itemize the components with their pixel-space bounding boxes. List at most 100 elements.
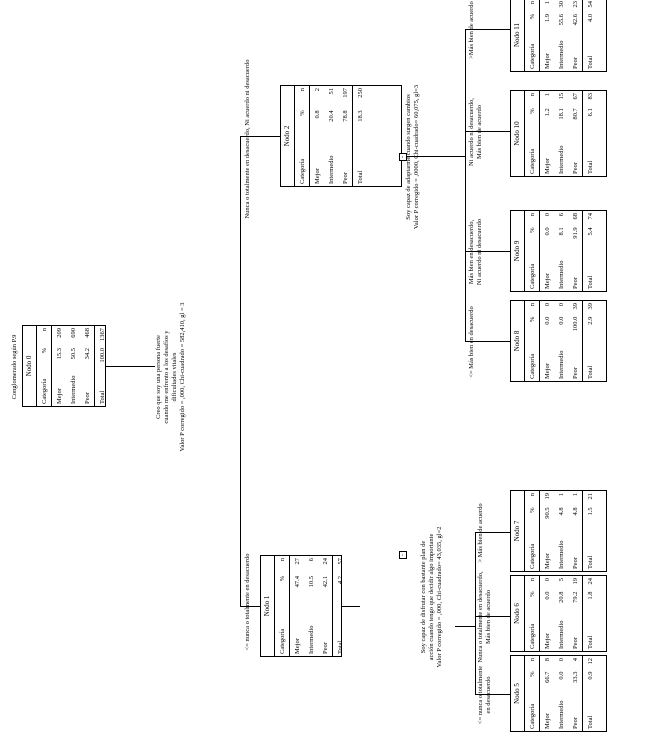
row-category: Intermedio	[557, 260, 565, 289]
row-category: Mejor	[55, 388, 63, 404]
row-n: 15	[557, 93, 565, 100]
node-title: Nodo 10	[511, 91, 525, 176]
row-percent: 33.3	[571, 671, 579, 683]
node-title: Nodo 6	[511, 576, 525, 651]
row-n: 27	[293, 558, 301, 565]
text-line: Valor P corregido = ,000, Chi-cuadrado =…	[179, 302, 186, 452]
row-category: Mejor	[543, 553, 551, 569]
node-title: Nodo 9	[511, 211, 525, 291]
total-label: Total	[582, 526, 597, 571]
node-header-row: Categoría%n	[275, 556, 290, 656]
row-category: Intermedio	[557, 145, 565, 174]
row-n: 2	[313, 88, 321, 92]
row-percent: 80.7	[571, 108, 579, 120]
row-percent: 20.8	[557, 591, 565, 603]
row-percent: 34.2	[83, 347, 91, 360]
row-n: 39	[571, 303, 579, 310]
row-n: 30	[557, 1, 565, 8]
row-percent: 0.0	[543, 591, 551, 600]
header-percent: %	[295, 108, 310, 134]
row-n: 1	[557, 493, 565, 497]
edge-label-node-1: <= nunca o totalmente en desacuerdo	[244, 547, 252, 657]
total-percent: 18.3	[352, 108, 367, 134]
text-line: Valor P corregido = ,000, Chi-cuadrado= …	[436, 526, 443, 668]
header-category: Categoría	[525, 128, 540, 176]
node-title: Nodo 8	[511, 301, 525, 381]
row-n: 1	[543, 93, 551, 97]
row-n: 0	[557, 658, 565, 662]
total-percent: 6.1	[582, 106, 597, 129]
node-title: Nodo 5	[511, 656, 525, 731]
row-category: Mejor	[543, 273, 551, 289]
total-n: 74	[582, 211, 597, 226]
row-percent: 78.8	[341, 110, 349, 122]
header-n: n	[525, 0, 540, 12]
total-n: 54	[582, 0, 597, 12]
text-line: Soy capaz de disfrutar con bastante plan…	[420, 540, 427, 654]
row-n: 23	[571, 1, 579, 8]
header-n: n	[525, 301, 540, 315]
row-percent: 42.6	[571, 13, 579, 26]
connector	[105, 366, 155, 367]
header-percent: %	[525, 11, 540, 31]
collapse-node-1-button[interactable]: -	[399, 551, 407, 559]
row-percent: 0.8	[313, 110, 321, 119]
row-n: 8	[543, 658, 551, 662]
edge-label-node-11: >Más bien de acuerdo	[468, 0, 476, 75]
header-n: n	[525, 656, 540, 670]
text-line: Más bien de acuerdo	[476, 105, 483, 159]
row-percent: 0.0	[543, 316, 551, 325]
row-n: 68	[571, 213, 579, 220]
row-category: Intermedio	[307, 625, 315, 654]
row-category: Mejor	[293, 638, 301, 654]
header-category: Categoría	[525, 689, 540, 731]
header-n: n	[295, 86, 310, 109]
row-percent: 0.0	[543, 227, 551, 236]
row-percent: 79.2	[571, 591, 579, 603]
split-label-node-2: Soy capaz de adaptarme cuando surgen cam…	[405, 57, 421, 257]
row-n: 6	[307, 558, 315, 562]
row-percent: 0.0	[557, 671, 565, 680]
total-percent: 0.9	[582, 669, 597, 690]
total-n: 24	[582, 576, 597, 590]
total-label: Total	[582, 338, 597, 381]
row-category: Peor	[571, 367, 579, 379]
row-category: Peor	[571, 277, 579, 289]
header-n: n	[525, 491, 540, 506]
header-percent: %	[525, 505, 540, 527]
total-label: Total	[582, 128, 597, 176]
text-line: Ni acuerdo ni desacuerdo	[476, 218, 483, 286]
header-n: n	[525, 211, 540, 226]
text-line: <= Más bien en desacuerdo	[468, 306, 475, 378]
text-line: Más bien de acuerdo	[485, 590, 492, 644]
row-percent: 20.4	[327, 110, 335, 122]
collapse-node-2-button[interactable]: -	[399, 153, 407, 161]
row-n: 4	[571, 658, 579, 662]
text-line: Ni acuerdo ni desacuerdo,	[468, 98, 475, 166]
node-header-row: Categoría%n	[525, 656, 540, 731]
row-category: Mejor	[543, 633, 551, 649]
